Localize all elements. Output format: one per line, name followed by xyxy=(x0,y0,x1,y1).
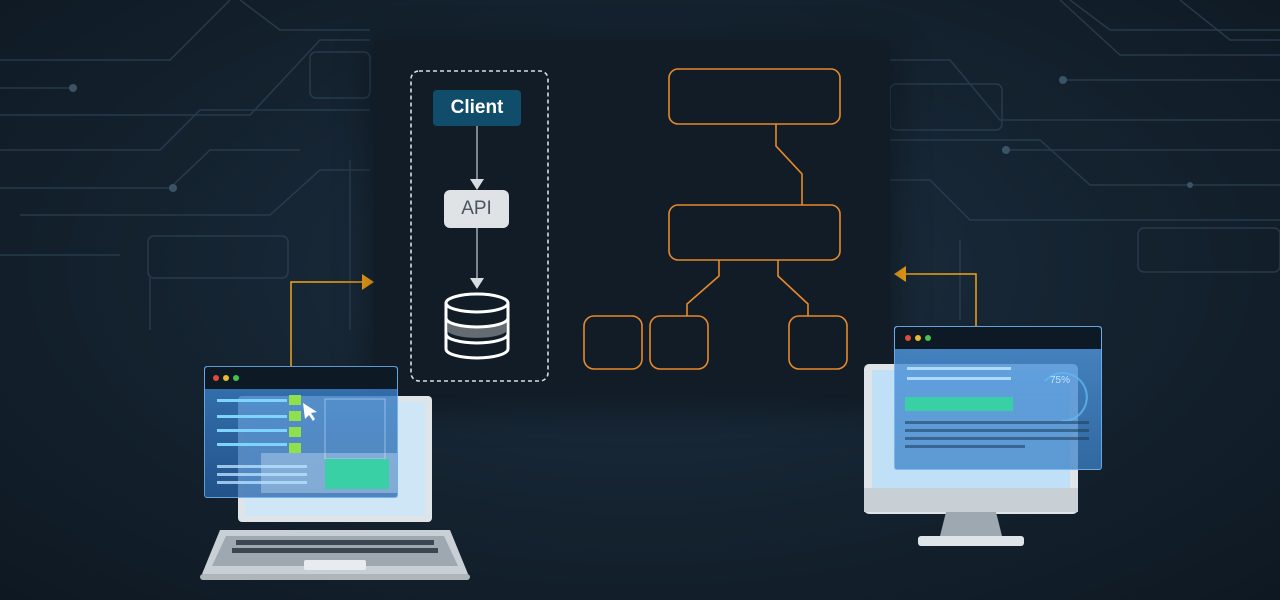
laptop-connector-arrowhead xyxy=(362,274,374,290)
api-node: API xyxy=(444,190,509,228)
architecture-panel: Client API xyxy=(374,40,890,394)
progress-gauge-icon xyxy=(1044,372,1088,423)
cursor-icon xyxy=(303,403,317,421)
database-icon xyxy=(444,292,510,360)
close-dot-icon xyxy=(213,375,219,381)
desktop-window-content xyxy=(905,367,1089,448)
tree-leaf-node-2 xyxy=(649,315,709,370)
maximize-dot-icon xyxy=(233,375,239,381)
laptop-app-window xyxy=(204,366,398,498)
desktop-window-titlebar xyxy=(895,327,1101,349)
gauge-percent-label: 75% xyxy=(1050,375,1071,386)
laptop-connector-line xyxy=(290,281,362,366)
minimize-dot-icon xyxy=(915,335,921,341)
tree-leaf-node-1 xyxy=(583,315,643,370)
tree-middle-node xyxy=(668,204,841,261)
laptop-window-content xyxy=(217,395,397,493)
tree-link-middle-leaf-b xyxy=(777,260,809,316)
minimize-dot-icon xyxy=(223,375,229,381)
tree-link-middle-leaf-a xyxy=(686,260,720,316)
stack-dashed-frame xyxy=(410,70,549,382)
tree-root-node xyxy=(668,68,841,125)
client-node: Client xyxy=(433,90,521,126)
maximize-dot-icon xyxy=(925,335,931,341)
desktop-connector-line xyxy=(906,273,977,326)
laptop-window-titlebar xyxy=(205,367,397,389)
desktop-connector-arrowhead xyxy=(894,266,906,282)
tree-link-root-middle xyxy=(775,124,803,205)
close-dot-icon xyxy=(905,335,911,341)
desktop-app-window: 75% xyxy=(894,326,1102,470)
tree-leaf-node-3 xyxy=(788,315,848,370)
